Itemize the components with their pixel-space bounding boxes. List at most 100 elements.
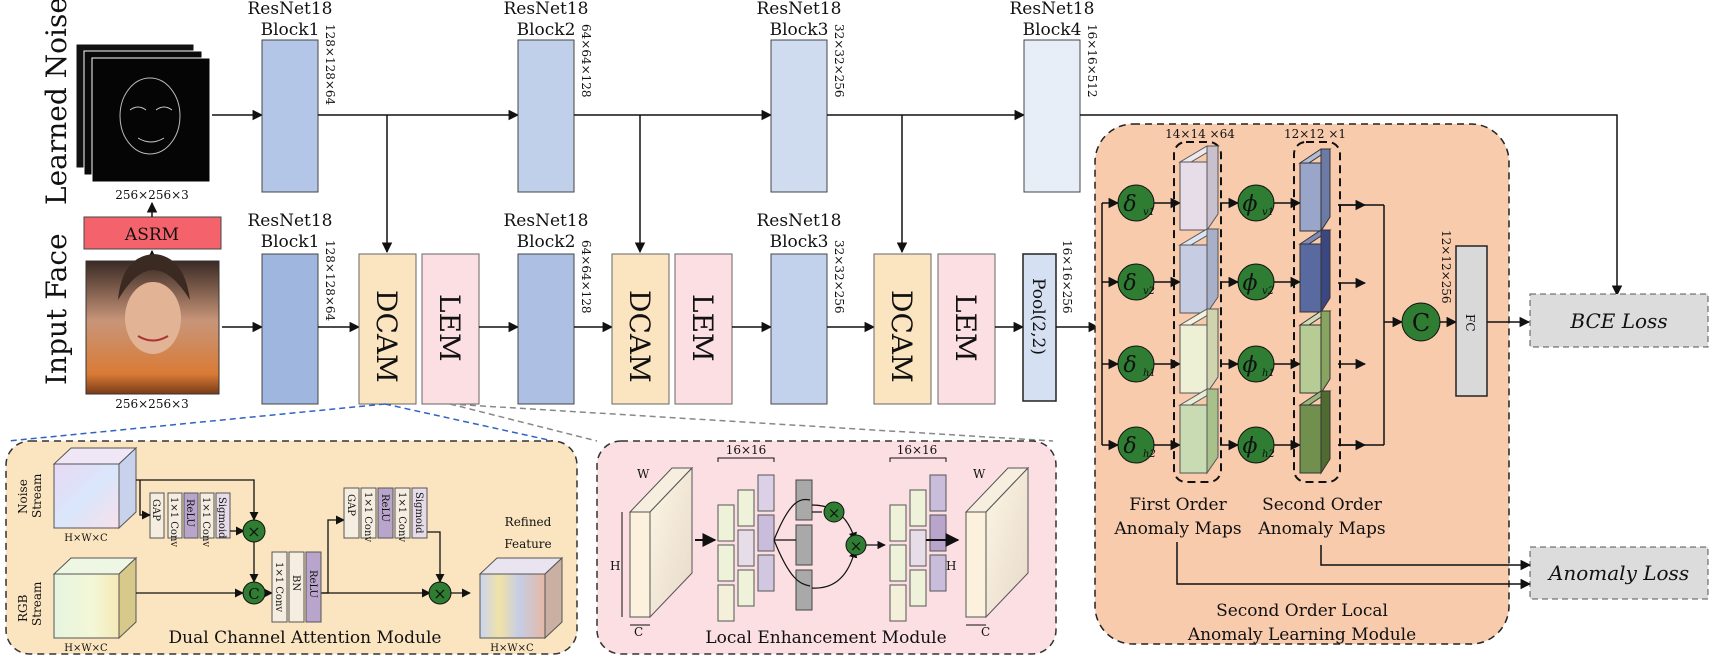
lem-mid-stack [773,479,858,611]
first-order-dim: 14×14 ×64 [1165,127,1235,141]
first-order-caption-2: Anomaly Maps [1113,519,1241,539]
out-hwc: H×W×C [490,643,534,654]
delta-4-sub: h2 [1143,449,1156,460]
dcam-right-ops [343,487,428,539]
dcam-2 [611,253,670,405]
phi-1: ϕ [1243,192,1258,217]
pool-label: Pool(2,2) [1028,278,1048,355]
dcam-2-label: DCAM [623,290,656,383]
rgb-hwc: H×W×C [64,643,108,654]
top-block-1-dim: 128×128×64 [323,24,337,106]
bottom-block-1-dim: 128×128×64 [323,240,337,322]
lem-zoom-line-right [449,403,1054,442]
dcam-3 [873,253,932,405]
right-op-1: GAP [345,494,356,516]
dcam-title: Dual Channel Attention Module [169,628,442,648]
lem-1 [421,253,480,405]
bottom-block-3 [770,253,828,405]
dcam-1 [358,253,417,405]
solal-title-2: Anomaly Learning Module [1187,625,1416,645]
rgb-stream-label-2: Stream [30,581,44,626]
phi-2-sub: v2 [1262,286,1274,297]
bottom-block-1-title: ResNet18 [248,211,333,231]
face-row-label: Input Face [40,233,73,385]
solal-branches [1101,197,1531,451]
bottom-row [222,253,1100,405]
phi-4: ϕ [1243,434,1258,459]
noise-hwc: H×W×C [64,533,108,544]
fc-label: FC [1463,314,1477,332]
dcam-concat-label: C [248,585,259,603]
phi-nodes [1237,184,1275,464]
delta-1: δ [1123,192,1136,217]
refined-label-2: Feature [504,537,551,551]
top-row [212,39,1623,297]
lem-input-slab [628,466,694,619]
lem-multiply-1 [823,501,845,523]
lem-patch-grid-right [889,474,947,622]
noise-stream-label-1: Noise [16,479,30,514]
top-block-3 [770,39,828,193]
delta-nodes [1117,184,1155,464]
delta-1-sub: v1 [1143,207,1155,218]
bottom-block-1 [261,253,319,405]
dcam-multiply-1-label: × [247,522,260,541]
right-op-5: Sigmoid [413,492,424,534]
top-op-5: Sigmoid [216,497,227,539]
mid-op-3: ReLU [307,570,318,598]
pool-dim: 16×16×256 [1060,240,1074,314]
dcam-3-label: DCAM [885,290,918,383]
delta-4: δ [1123,434,1136,459]
top-block-4-title: ResNet18 [1010,0,1095,19]
top-block-3-dim: 32×32×256 [832,24,846,98]
lem-multiply-1-label: × [828,504,841,522]
lem-h-right: H [946,559,956,573]
asrm-label: ASRM [124,225,179,245]
lem-patch-grid-left [717,474,775,622]
first-order-caption-1: First Order [1129,495,1227,515]
dcam-multiply-1 [242,519,266,543]
delta-3: δ [1123,353,1136,378]
lem-multiply-2-label: × [850,537,863,555]
phi-2: ϕ [1243,271,1258,296]
anomaly-loss-box [1529,546,1709,600]
second-order-dim: 12×12 ×1 [1284,127,1346,141]
lem-3-label: LEM [949,294,982,362]
noise-stream-label-2: Stream [30,473,44,518]
bottom-block-2-dim: 64×64×128 [579,240,593,314]
second-order-maps [1298,148,1332,475]
phi-3-sub: h1 [1262,368,1275,379]
top-block-3-title: ResNet18 [757,0,842,19]
phi-3: ϕ [1243,353,1258,378]
delta-2-sub: v2 [1143,286,1155,297]
top-block-4-dim: 16×16×512 [1085,24,1099,98]
noise-dim-label: 256×256×3 [115,188,189,202]
noise-row-label: Learned Noise [40,0,73,205]
lem-c-left: C [634,625,643,639]
lem-3 [937,253,996,405]
lem-w-left: W [637,467,650,481]
bce-loss-box [1529,293,1709,348]
dcam-zoom-line-right [384,403,554,442]
phi-1-sub: v1 [1262,207,1274,218]
top-block-4 [1023,39,1081,193]
lem-2 [674,253,733,405]
bottom-block-2 [517,253,575,405]
fc-box [1455,245,1488,397]
top-block-2-sub: Block2 [517,20,576,40]
dcam-noise-cube [52,446,138,530]
refined-label-1: Refined [505,515,552,529]
top-block-3-sub: Block3 [770,20,829,40]
dcam-connectors [136,479,471,598]
top-op-2: 1×1 Conv [168,497,179,547]
dcam-multiply-2-label: × [433,584,446,603]
lem-patch-left: 16×16 [726,443,767,457]
lem-c-right: C [981,625,990,639]
right-op-4: 1×1 Conv [396,492,407,542]
fc-dim: 12×12×256 [1439,230,1453,304]
input-face-image [85,254,220,395]
concat-node [1401,302,1441,342]
solal-title-1: Second Order Local [1216,601,1388,621]
bce-loss-label: BCE Loss [1569,309,1667,333]
